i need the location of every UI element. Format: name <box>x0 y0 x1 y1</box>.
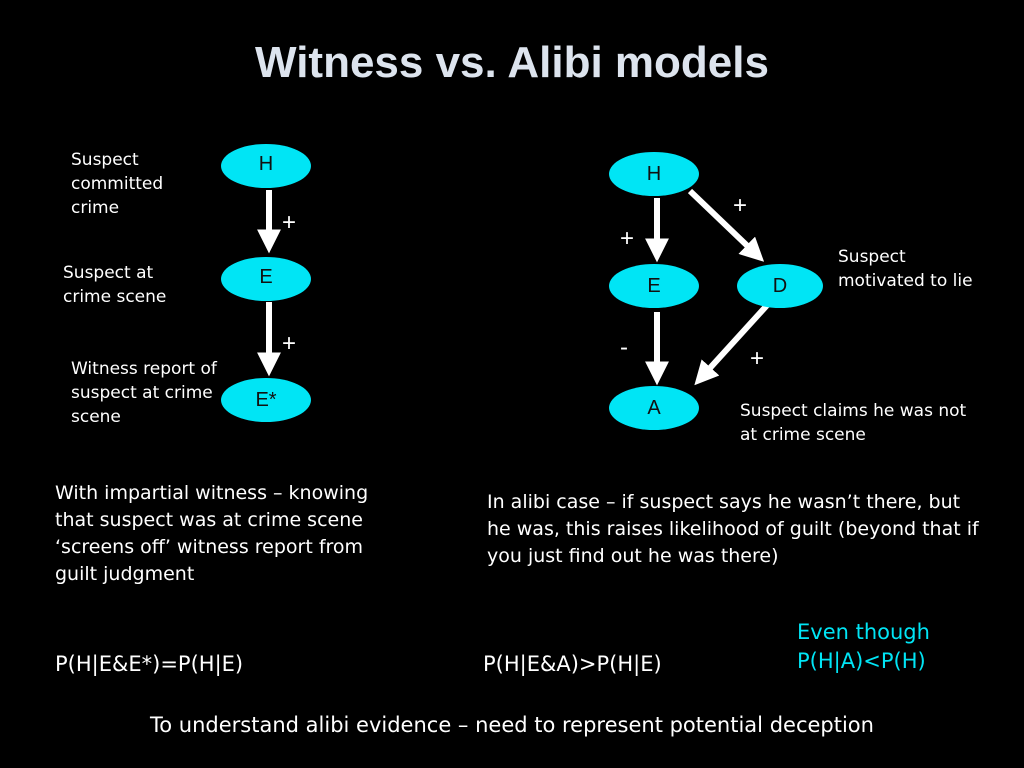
note-line-1: Even though <box>797 620 930 644</box>
slide-title: Witness vs. Alibi models <box>255 38 769 87</box>
svg-text:D: D <box>773 275 787 297</box>
svg-text:H: H <box>647 163 661 185</box>
sign-h-e-witness: + <box>282 209 296 236</box>
svg-text:E: E <box>259 266 272 288</box>
node-a-alibi: A <box>609 386 699 430</box>
node-e-witness: E <box>221 257 311 301</box>
label-suspect-claims-not-at-scene: Suspect claims he was not at crime scene <box>740 401 967 445</box>
node-e-alibi: E <box>609 264 699 308</box>
witness-formula: P(H|E&E*)=P(H|E) <box>55 652 244 676</box>
label-suspect-committed-crime: Suspect committed crime <box>71 150 164 218</box>
svg-text:A: A <box>647 397 661 419</box>
alibi-formula: P(H|E&A)>P(H|E) <box>483 652 662 676</box>
sign-h-d-alibi: + <box>733 192 747 219</box>
node-h-alibi: H <box>609 152 699 196</box>
node-estar-witness: E* <box>221 378 311 422</box>
sign-d-a-alibi: + <box>750 345 764 372</box>
alibi-explanation: In alibi case – if suspect says he wasn’… <box>487 491 979 567</box>
sign-h-e-alibi: + <box>620 225 634 252</box>
node-d-alibi: D <box>737 264 823 308</box>
svg-text:H: H <box>259 153 273 175</box>
even-though-note: Even though P(H|A)<P(H) <box>797 618 930 676</box>
edge-h-d-alibi <box>687 188 765 262</box>
sign-e-a-alibi: - <box>620 334 628 361</box>
label-suspect-at-crime-scene: Suspect at crime scene <box>63 263 167 307</box>
note-line-2: P(H|A)<P(H) <box>797 649 926 673</box>
svg-text:E: E <box>647 275 660 297</box>
footer-conclusion: To understand alibi evidence – need to r… <box>150 713 874 737</box>
svg-text:E*: E* <box>255 389 276 411</box>
edge-d-a-alibi <box>694 299 773 386</box>
sign-e-estar-witness: + <box>282 330 296 357</box>
node-h-witness: H <box>221 144 311 188</box>
label-suspect-motivated-to-lie: Suspect motivated to lie <box>838 247 973 291</box>
label-witness-report: Witness report of suspect at crime scene <box>71 359 217 427</box>
witness-explanation: With impartial witness – knowing that su… <box>55 482 369 585</box>
